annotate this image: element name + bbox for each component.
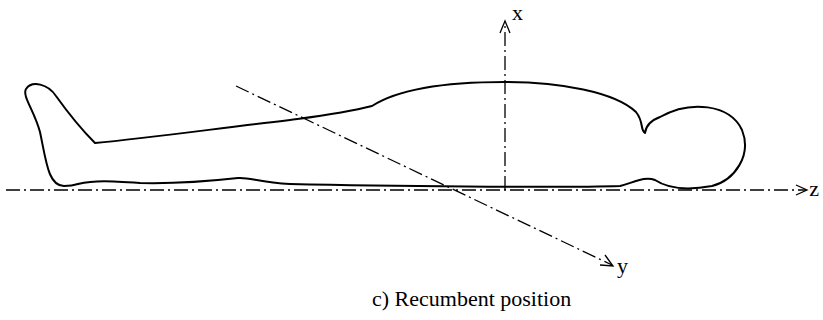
z-arrowhead xyxy=(796,185,807,195)
axis-label: x xyxy=(512,2,523,24)
body-outline xyxy=(25,82,745,188)
x-arrowhead xyxy=(500,21,510,33)
z-axis xyxy=(6,189,806,190)
y-arrowhead xyxy=(600,255,613,266)
x-axis xyxy=(504,22,505,190)
axis-label: y xyxy=(617,255,628,277)
figure-caption: c) Recumbent position xyxy=(372,288,571,310)
axis-label: z xyxy=(809,178,819,200)
y-axis xyxy=(236,86,612,265)
